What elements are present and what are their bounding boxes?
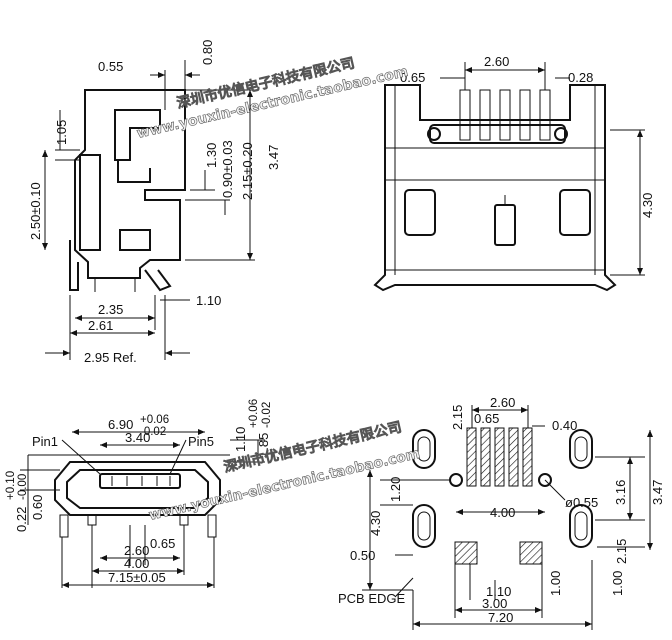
- front-dim-022: 0.22: [14, 507, 29, 532]
- front-dim-022-minus: -0.00: [17, 474, 29, 500]
- side-dim-295: 2.95 Ref.: [84, 350, 137, 365]
- pcb-dim-400: 4.00: [490, 505, 515, 520]
- front-dim-185: 1.85: [256, 433, 271, 458]
- front-dim-185-minus: -0.02: [261, 402, 273, 428]
- front-label-pin1: Pin1: [32, 434, 58, 449]
- pcb-dim-300: 3.00: [482, 596, 507, 611]
- pcb-dim-040: 0.40: [552, 418, 577, 433]
- side-dim-250: 2.50±0.10: [28, 182, 43, 240]
- pcb-dim-110: 1.10: [486, 584, 511, 599]
- pcb-edge-label: PCB EDGE: [338, 591, 406, 606]
- side-dim-347: 3.47: [266, 145, 281, 170]
- side-dim-090: 0.90±0.03: [220, 140, 235, 198]
- pcb-dim-065: 0.65: [474, 411, 499, 426]
- pcb-dim-260: 2.60: [490, 395, 515, 410]
- pcb-dim-215a: 2.15: [450, 405, 465, 430]
- front-dim-065: 0.65: [150, 536, 175, 551]
- front-dim-690-plus: +0.06: [140, 414, 169, 426]
- front-dim-185-plus: +0.06: [248, 399, 260, 428]
- pcb-dim-100b: 1.00: [610, 571, 625, 596]
- pcb-dim-316: 3.16: [613, 480, 628, 505]
- side-dim-110: 1.10: [196, 293, 221, 308]
- side-dim-055: 0.55: [98, 59, 123, 74]
- front-dim-690: 6.90: [108, 417, 133, 432]
- side-dim-215: 2.15±0.20: [240, 142, 255, 200]
- front-dim-715: 7.15±0.05: [108, 570, 166, 585]
- pcb-dim-050: 0.50: [350, 548, 375, 563]
- front-dim-690-minus: -0.02: [140, 426, 166, 438]
- pcb-view: 2.60 2.15 0.65 0.40 1.20 4.00 ø0.55 3.16…: [338, 395, 665, 630]
- pcb-dim-720: 7.20: [488, 610, 513, 625]
- pcb-dim-100a: 1.00: [548, 571, 563, 596]
- side-dim-261: 2.61: [88, 318, 113, 333]
- front-dim-260: 2.60: [124, 543, 149, 558]
- front-dim-022-plus: +0.10: [5, 471, 17, 500]
- top-dim-028: 0.28: [568, 70, 593, 85]
- side-dim-235: 2.35: [98, 302, 123, 317]
- watermark: 深圳市优信电子科技有限公司 www.youxin-electronic.taob…: [135, 54, 422, 524]
- side-dim-105: 1.05: [54, 120, 69, 145]
- front-view: 6.90 +0.06 -0.02 3.40 Pin1 Pin5 1.10 1.8…: [5, 399, 273, 588]
- pcb-dim-120: 1.20: [388, 477, 403, 502]
- front-dim-110: 1.10: [233, 427, 248, 452]
- front-label-pin5: Pin5: [188, 434, 214, 449]
- front-dim-060: 0.60: [30, 495, 45, 520]
- side-view: 0.55 0.80 1.05 2.50±0.10 1.30 0.90±0.03 …: [28, 40, 281, 365]
- top-dim-065: 0.65: [400, 70, 425, 85]
- side-dim-080: 0.80: [200, 40, 215, 65]
- pcb-dim-215b: 2.15: [614, 539, 629, 564]
- top-view: 2.60 0.65 0.28 4.30: [373, 54, 655, 292]
- top-dim-260: 2.60: [484, 54, 509, 69]
- front-dim-400: 4.00: [124, 556, 149, 571]
- pcb-dim-347: 3.47: [650, 480, 665, 505]
- side-dim-130: 1.30: [204, 143, 219, 168]
- front-dim-340: 3.40: [125, 430, 150, 445]
- pcb-dim-430: 4.30: [368, 511, 383, 536]
- pcb-dim-055: ø0.55: [565, 495, 598, 510]
- top-dim-430: 4.30: [640, 193, 655, 218]
